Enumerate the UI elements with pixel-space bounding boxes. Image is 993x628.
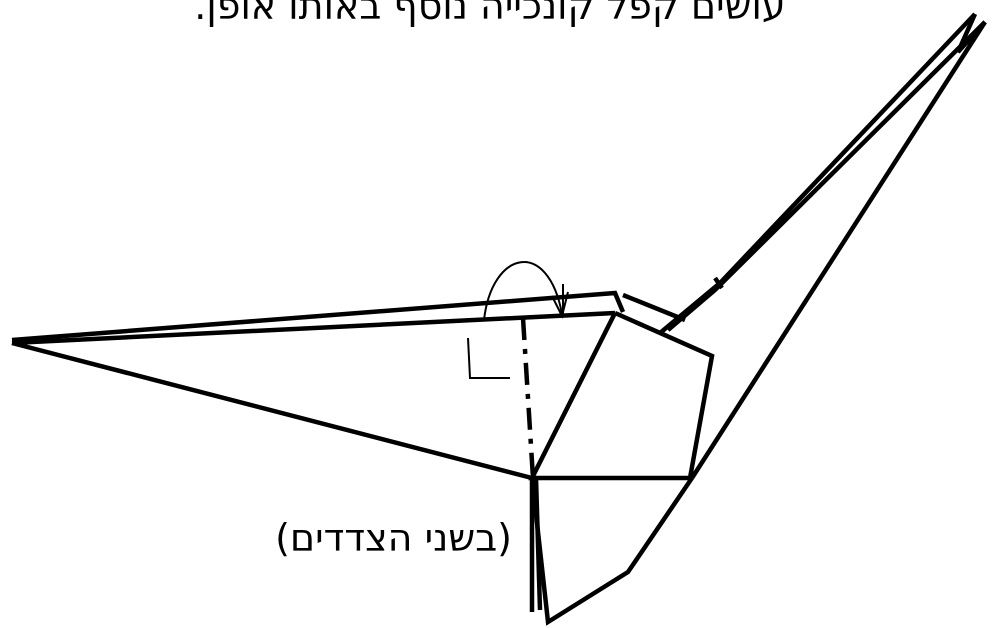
- instruction-text: עושים קפל קונכייה נוסף באותו אופן.: [194, 0, 786, 28]
- central-body: [528, 292, 715, 481]
- mountain-fold-line: [520, 317, 536, 479]
- flap-inner-edge: [11, 310, 616, 346]
- neck-right-edge: [690, 20, 987, 480]
- neck-head: [658, 12, 987, 480]
- body-top-ridge: [622, 292, 686, 323]
- lower-body: [529, 476, 694, 626]
- neck-notch: [713, 276, 724, 290]
- right-angle-icon: [467, 337, 510, 379]
- flap-bottom-edge: [11, 340, 533, 481]
- neck-inner-edge: [666, 20, 987, 332]
- tail-inner-edge: [533, 477, 543, 611]
- flap-top-edge: [11, 290, 626, 343]
- lower-panel: [529, 476, 694, 626]
- both-sides-note: (בשני הצדדים): [275, 516, 512, 560]
- left-flap: [11, 290, 626, 481]
- body-panel: [528, 310, 715, 481]
- curved-arrow-icon: [483, 261, 569, 321]
- head-tip: [955, 13, 987, 54]
